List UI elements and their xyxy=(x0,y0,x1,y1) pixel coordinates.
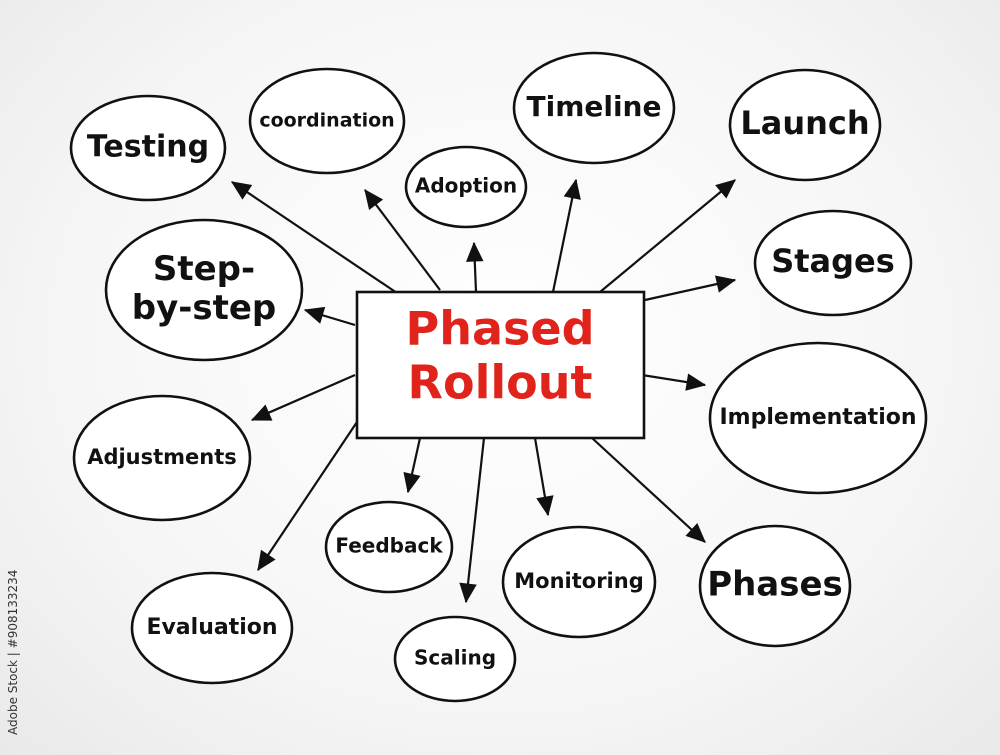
node-evaluation: Evaluation xyxy=(130,571,294,685)
feedback-ellipse xyxy=(324,500,454,594)
launch-label: Launch xyxy=(740,104,869,142)
node-monitoring: Monitoring xyxy=(501,525,657,639)
monitoring-arrow-head xyxy=(536,495,554,517)
implementation-label: Implementation xyxy=(719,405,916,430)
launch-arrow-head xyxy=(715,179,736,199)
timeline-arrow-line xyxy=(551,179,578,293)
launch-arrow-line xyxy=(599,179,736,293)
testing-label: Testing xyxy=(87,130,209,165)
step-by-step-label: Step- xyxy=(153,249,255,289)
phases-arrow-head xyxy=(685,523,706,543)
node-coordination: coordination xyxy=(248,67,406,175)
phases-label: Phases xyxy=(707,565,843,605)
stages-label: Stages xyxy=(771,242,895,280)
central-topic-box xyxy=(355,290,646,440)
coordination-label: coordination xyxy=(259,110,394,132)
stock-id-text: Adobe Stock | #908133234 xyxy=(6,569,20,735)
central-topic-label: Phased xyxy=(405,302,594,356)
testing-arrow-head xyxy=(230,181,253,200)
node-step-by-step: Step-by-step xyxy=(104,218,304,362)
scaling-arrow-line xyxy=(464,437,486,603)
evaluation-ellipse xyxy=(130,571,294,685)
stages-arrow-head xyxy=(715,275,737,293)
phases-arrow-line xyxy=(591,437,706,543)
node-phases: Phases xyxy=(698,524,852,648)
node-launch: Launch xyxy=(728,68,882,182)
evaluation-arrow-head xyxy=(257,549,276,572)
timeline-arrow-head xyxy=(563,178,581,200)
adoption-arrow-head xyxy=(465,241,484,262)
testing-arrow-line xyxy=(231,181,401,296)
scaling-arrow-head xyxy=(459,582,477,604)
adjustments-ellipse xyxy=(72,394,252,522)
timeline-label: Timeline xyxy=(527,90,662,123)
stages-ellipse xyxy=(753,209,913,317)
node-adjustments: Adjustments xyxy=(72,394,252,522)
feedback-label: Feedback xyxy=(335,534,443,558)
coordination-ellipse xyxy=(248,67,406,175)
stock-watermark-id: Adobe Stock | #908133234 xyxy=(4,520,26,740)
implementation-ellipse xyxy=(708,341,928,495)
node-feedback: Feedback xyxy=(324,500,454,594)
timeline-ellipse xyxy=(512,51,676,165)
launch-ellipse xyxy=(728,68,882,182)
feedback-arrow-head xyxy=(403,472,421,494)
testing-ellipse xyxy=(69,94,227,202)
coordination-arrow-line xyxy=(364,189,441,291)
step-by-step-arrow-head xyxy=(303,306,326,324)
evaluation-label: Evaluation xyxy=(146,615,277,640)
evaluation-arrow-line xyxy=(257,409,366,571)
monitoring-label: Monitoring xyxy=(514,569,643,593)
implementation-arrow-head xyxy=(685,373,707,391)
node-timeline: Timeline xyxy=(512,51,676,165)
node-stages: Stages xyxy=(753,209,913,317)
adjustments-arrow-line xyxy=(251,373,356,422)
step-by-step-label: by-step xyxy=(132,288,277,328)
adjustments-arrow-head xyxy=(250,404,273,421)
connector-arrows xyxy=(230,178,737,604)
adoption-label: Adoption xyxy=(415,174,517,198)
node-implementation: Implementation xyxy=(708,341,928,495)
adjustments-label: Adjustments xyxy=(87,445,237,469)
scaling-ellipse xyxy=(393,615,517,703)
monitoring-ellipse xyxy=(501,525,657,639)
central-topic-label: Rollout xyxy=(408,356,593,410)
node-adoption: Adoption xyxy=(404,145,528,229)
node-scaling: Scaling xyxy=(393,615,517,703)
step-by-step-ellipse xyxy=(104,218,304,362)
node-testing: Testing xyxy=(69,94,227,202)
phases-ellipse xyxy=(698,524,852,648)
adoption-ellipse xyxy=(404,145,528,229)
coordination-arrow-head xyxy=(364,189,384,211)
scaling-label: Scaling xyxy=(414,646,496,670)
